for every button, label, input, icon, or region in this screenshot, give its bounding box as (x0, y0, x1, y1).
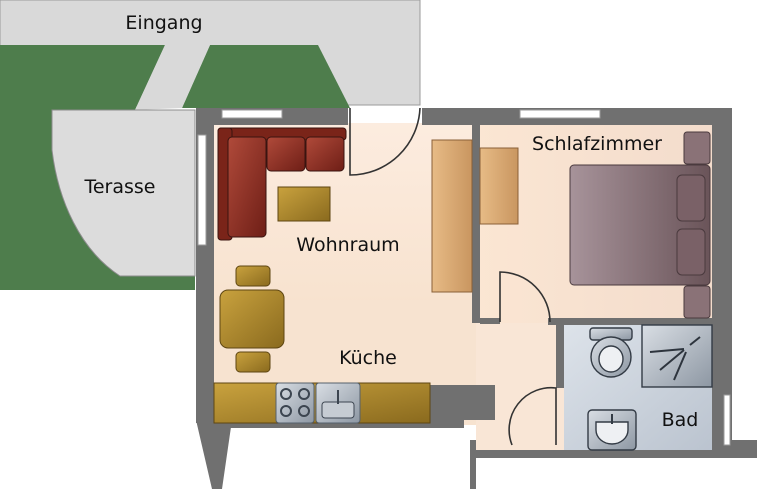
chair (235, 351, 271, 373)
living-furniture (217, 127, 473, 373)
wall (472, 108, 480, 323)
bedroom-furniture (479, 131, 711, 319)
sofa-seat (227, 136, 267, 238)
garden (182, 45, 350, 108)
nightstand (683, 131, 711, 165)
bedroom-door (499, 271, 551, 323)
sofa-cushion (266, 136, 306, 172)
entrance-door (349, 107, 421, 176)
walls (196, 108, 757, 489)
toilet-seat (598, 345, 624, 373)
terrace-label: Terasse (83, 176, 155, 198)
chair (235, 265, 271, 287)
wardrobe-bedroom (479, 147, 519, 225)
windows (197, 109, 731, 446)
exterior (0, 0, 421, 290)
terrace-slab (51, 109, 196, 277)
window (197, 134, 207, 246)
wall (420, 385, 495, 420)
wall (712, 108, 732, 453)
bath-door (508, 386, 557, 446)
shower-head-icon (649, 336, 701, 381)
coffee-table (277, 186, 331, 222)
wall (548, 318, 724, 325)
window (221, 109, 283, 119)
nightstand (683, 285, 711, 319)
wall (556, 318, 564, 388)
sink-basin (321, 401, 355, 419)
burner (280, 405, 292, 417)
entrance-label: Eingang (125, 12, 202, 34)
kitchen-counter (213, 382, 431, 424)
stove (275, 382, 315, 424)
wall (470, 440, 476, 489)
window (519, 109, 601, 119)
burner (298, 405, 310, 417)
wall (196, 420, 232, 489)
kitchen-label: Küche (339, 347, 397, 369)
bed (569, 164, 711, 286)
pillow (676, 174, 706, 222)
bath-fixtures (587, 324, 713, 451)
wall (214, 420, 464, 428)
path-stripe (135, 45, 210, 110)
burner (280, 388, 292, 400)
window (723, 394, 731, 446)
burner (298, 388, 310, 400)
wall (480, 318, 500, 324)
pillow (676, 228, 706, 276)
wall (472, 450, 757, 458)
wardrobe-living (431, 139, 473, 293)
doors (349, 107, 557, 446)
bath-label: Bad (662, 409, 699, 431)
sofa-cushion (305, 136, 345, 172)
dining-table (219, 289, 285, 349)
bedroom-label: Schlafzimmer (532, 133, 662, 155)
living-label: Wohnraum (296, 234, 399, 256)
washbasin-bowl (595, 421, 629, 445)
